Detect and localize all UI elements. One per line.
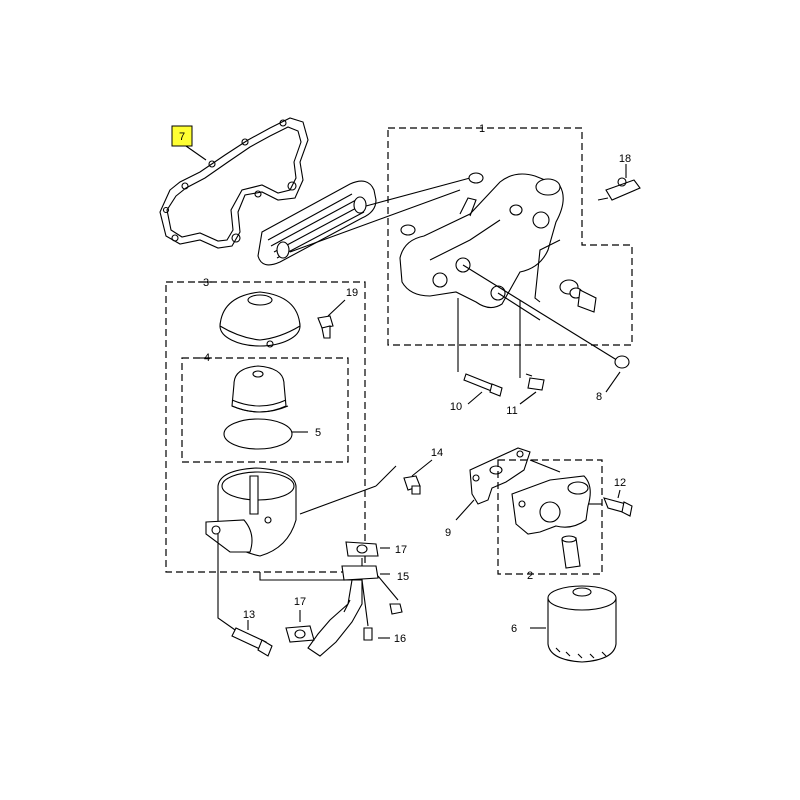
leader-16 [377, 575, 399, 601]
callout-18-label: 18 [619, 153, 631, 165]
callout-4-label: 4 [204, 352, 210, 364]
callout-17-label: 17 [395, 544, 407, 556]
bolt-part-16[interactable] [363, 603, 403, 641]
callout-3-label: 3 [203, 277, 209, 289]
leader-9b [529, 459, 561, 473]
oil-cooler-core[interactable] [257, 180, 377, 266]
leader-14b [375, 465, 397, 487]
bolt-part-14[interactable] [403, 475, 421, 495]
leader-housing-8 [462, 264, 621, 363]
callout-19-label: 19 [346, 287, 358, 299]
bolt-part-11[interactable] [525, 373, 545, 391]
callout-16-label: 16 [394, 633, 406, 645]
leader-11 [519, 391, 537, 405]
callout-6-label: 6 [511, 623, 517, 635]
callout-1-label: 1 [479, 123, 485, 135]
callout-11-label: 11 [506, 405, 517, 417]
callout-12-label: 12 [614, 477, 626, 489]
bolt-part-12[interactable] [603, 497, 633, 517]
leader-cooler-1 [289, 189, 461, 253]
filter-housing[interactable] [205, 467, 297, 557]
assembly-box-2 [497, 459, 603, 575]
leader-plug [534, 239, 561, 303]
callout-2-label: 2 [527, 570, 533, 582]
callout-7-highlighted[interactable]: 7 [171, 125, 193, 147]
leader-housing [497, 292, 541, 321]
nipple-part[interactable] [561, 535, 581, 569]
callout-15-label: 15 [397, 571, 409, 583]
filter-element[interactable] [231, 365, 289, 413]
bolt-part-19[interactable] [317, 315, 334, 339]
leader-cooler-2 [365, 177, 471, 207]
leader-16b [361, 579, 369, 627]
seal-ring-part-5[interactable] [223, 418, 293, 450]
filter-adapter-part-2[interactable] [511, 475, 591, 535]
leader-10 [467, 391, 483, 405]
bolt-part-13[interactable] [231, 627, 273, 657]
o-ring [468, 172, 484, 184]
leader-12b [617, 489, 621, 499]
callout-14-label: 14 [431, 447, 443, 459]
oil-filter-part-6[interactable] [547, 585, 617, 663]
leader-13 [217, 534, 239, 633]
oil-pipe-part-15[interactable] [307, 565, 379, 657]
gasket-part-7[interactable] [159, 117, 309, 249]
leader-9 [455, 499, 475, 521]
oil-cooler-housing-part-1[interactable] [399, 173, 564, 309]
callout-8-label: 8 [596, 391, 602, 403]
callout-17-label: 17 [294, 596, 306, 608]
filter-cap[interactable] [219, 291, 301, 348]
callout-7-label: 7 [179, 131, 185, 143]
leader-7 [185, 145, 207, 161]
o-ring-part-8[interactable] [614, 355, 630, 369]
assembly-box-4 [181, 357, 349, 463]
assembly-box-1 [387, 127, 633, 346]
plug-and-washer[interactable] [559, 279, 597, 313]
o-ring [400, 224, 416, 236]
leader-14 [411, 459, 433, 477]
gasket-part-17[interactable] [345, 541, 379, 557]
sensor-part-18[interactable] [597, 177, 641, 201]
leader-8 [605, 371, 621, 393]
callout-9-label: 9 [445, 527, 451, 539]
gasket-part-17[interactable] [285, 625, 315, 643]
bolt-part-10[interactable] [463, 373, 503, 397]
callout-10-label: 10 [450, 401, 462, 413]
leader-19 [327, 299, 346, 317]
leader-housing-14 [299, 485, 377, 515]
callout-5-label: 5 [315, 427, 321, 439]
gasket-part-9[interactable] [469, 447, 531, 505]
callout-13-label: 13 [243, 609, 255, 621]
